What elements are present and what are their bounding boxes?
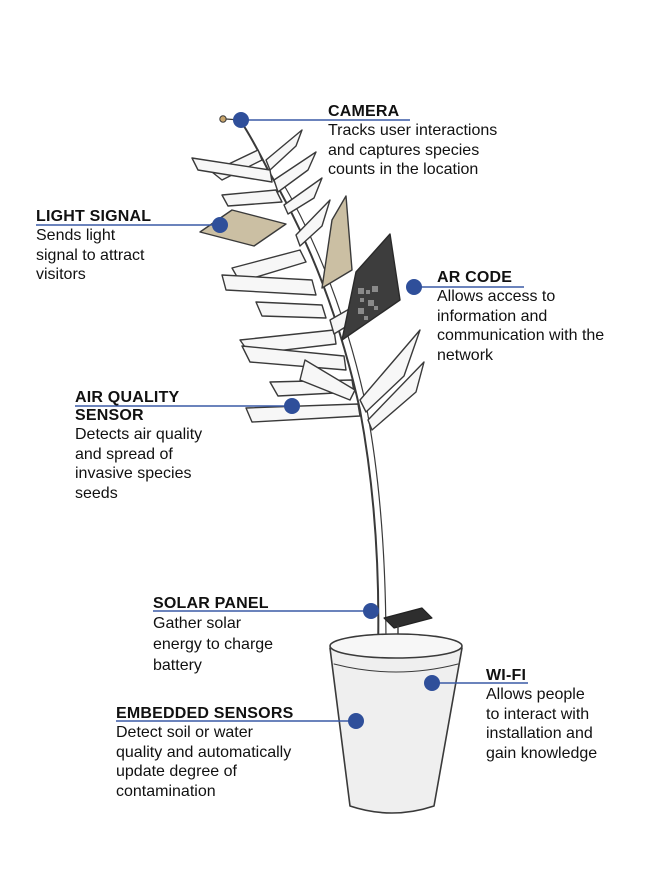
air-marker: [284, 398, 300, 414]
ar-code-title: AR CODE: [437, 269, 513, 286]
callout-solar-panel: SOLAR PANEL Gather solar energy to charg…: [153, 595, 273, 676]
light-marker: [212, 217, 228, 233]
embedded-sensors-title: EMBEDDED SENSORS: [116, 705, 294, 722]
camera-description: Tracks user interactions and captures sp…: [328, 122, 498, 178]
callout-light-signal: LIGHT SIGNAL Sends light signal to attra…: [36, 208, 151, 285]
wifi-title: WI-FI: [486, 667, 527, 684]
wifi-description: Allows people to interact with installat…: [486, 686, 598, 762]
camera-title: CAMERA: [328, 103, 400, 120]
callout-wifi: WI-FI Allows people to interact with ins…: [486, 667, 597, 763]
light-signal-title: LIGHT SIGNAL: [36, 208, 152, 225]
camera-bulb: [219, 115, 227, 123]
ar-marker: [406, 279, 422, 295]
upright-tan-panel: [321, 195, 353, 289]
wifi-marker: [424, 675, 440, 691]
leaves-left: [191, 149, 361, 423]
embedded-marker: [348, 713, 364, 729]
solar-marker: [363, 603, 379, 619]
ar-code-description: Allows access to information and communi…: [437, 288, 605, 364]
light-signal-description: Sends light signal to attract visitors: [36, 227, 145, 283]
ar-code-panel: [341, 233, 401, 341]
camera-marker: [233, 112, 249, 128]
callout-camera: CAMERA Tracks user interactions and capt…: [328, 103, 497, 180]
callout-ar-code: AR CODE Allows access to information and…: [437, 269, 604, 365]
callout-embedded-sensors: EMBEDDED SENSORS Detect soil or water qu…: [116, 705, 293, 801]
solar-panel-description: Gather solar energy to charge battery: [153, 615, 274, 674]
callout-air-quality-sensor: AIR QUALITY SENSOR Detects air quality a…: [75, 389, 202, 503]
air-quality-title: AIR QUALITY SENSOR: [75, 389, 180, 424]
air-quality-description: Detects air quality and spread of invasi…: [75, 426, 203, 502]
tan-panels: [199, 195, 353, 289]
embedded-sensors-description: Detect soil or water quality and automat…: [116, 724, 292, 800]
solar-panel-title: SOLAR PANEL: [153, 595, 269, 612]
